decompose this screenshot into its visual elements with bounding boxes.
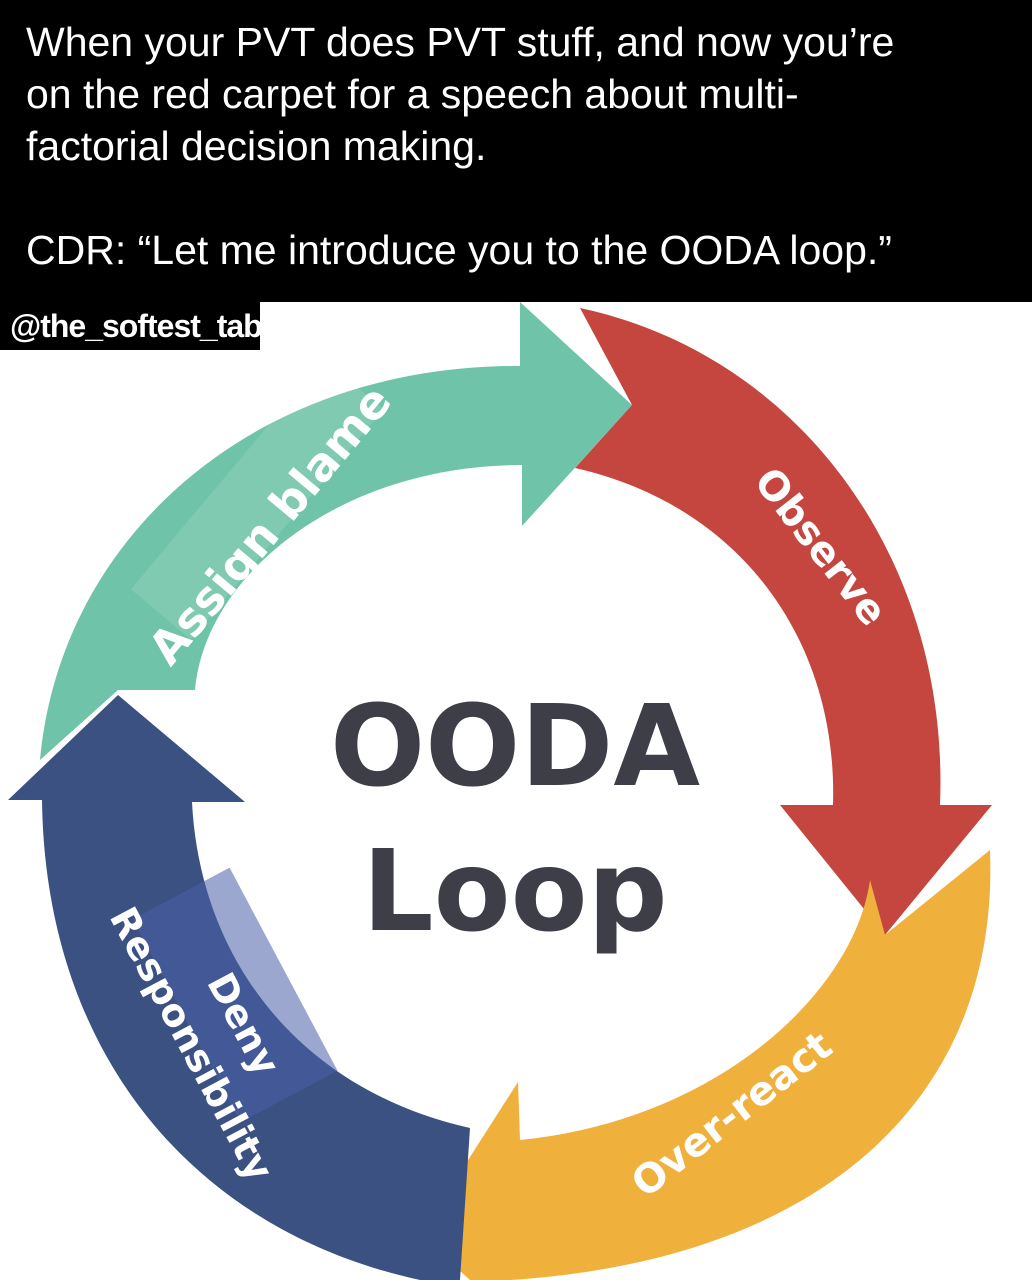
label-highlight-blue <box>132 867 338 1123</box>
author-handle: @the_softest_tab <box>0 302 263 350</box>
caption-line-1: When your PVT does PVT stuff, and now yo… <box>26 19 895 65</box>
caption-line-2: on the red carpet for a speech about mul… <box>26 71 799 117</box>
meme-caption: When your PVT does PVT stuff, and now yo… <box>0 0 1032 302</box>
segment-observe <box>575 308 992 935</box>
segment-assign-blame <box>40 302 632 760</box>
center-title-line-2: Loop <box>362 827 667 957</box>
center-title-line-1: OODA <box>330 682 700 812</box>
segment-over-react <box>420 850 991 1280</box>
caption-line-3: factorial decision making. <box>26 123 487 169</box>
label-highlight-green <box>130 359 384 640</box>
caption-line-4: CDR: “Let me introduce you to the OODA l… <box>26 227 892 273</box>
